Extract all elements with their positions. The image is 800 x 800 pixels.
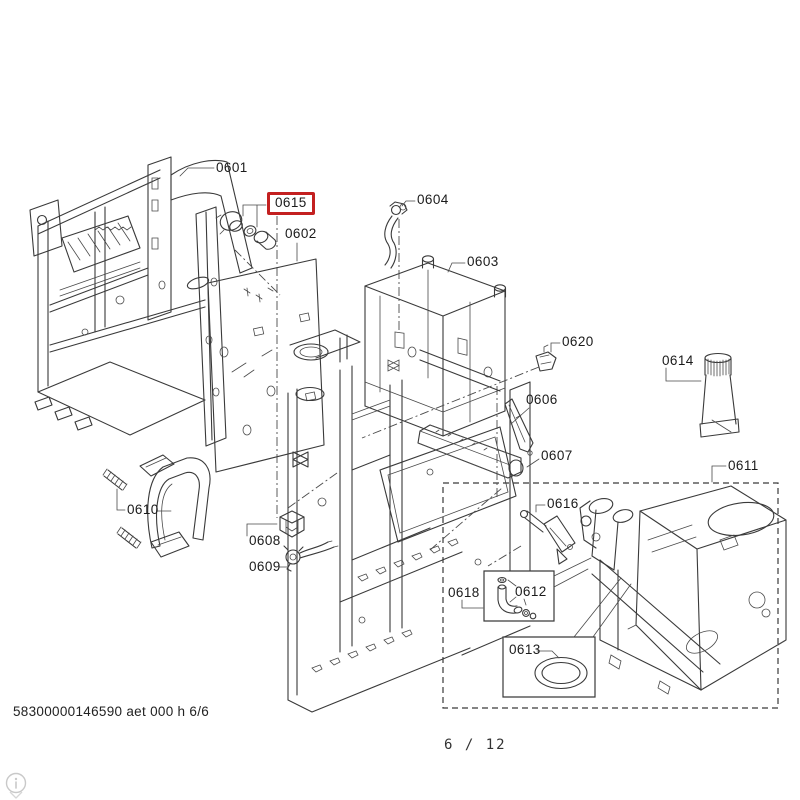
part-drawing-0615 (216, 209, 276, 250)
part-label-0615[interactable]: 0615 (267, 192, 315, 215)
part-label-0613[interactable]: 0613 (509, 642, 541, 657)
part-label-0607[interactable]: 0607 (541, 448, 573, 463)
part-drawing-0614 (700, 354, 739, 438)
part-label-0608[interactable]: 0608 (249, 533, 281, 548)
part-label-0611[interactable]: 0611 (728, 458, 759, 473)
part-drawing-0604 (385, 202, 407, 268)
part-label-0616[interactable]: 0616 (547, 496, 579, 511)
part-drawing-0608 (280, 511, 304, 537)
part-label-0604[interactable]: 0604 (417, 192, 449, 207)
document-code: 58300000146590 aet 000 h 6/6 (13, 704, 210, 719)
part-drawing-0616 (521, 511, 576, 565)
projection-lines (235, 216, 539, 566)
part-drawing-0601 (30, 157, 252, 446)
part-drawing-0620 (536, 345, 556, 371)
part-drawing-0602 (208, 259, 324, 472)
part-label-0610[interactable]: 0610 (127, 502, 159, 517)
part-label-0620[interactable]: 0620 (562, 334, 594, 349)
part-drawing-0610 (103, 455, 210, 557)
part-drawing-0603 (365, 256, 506, 436)
detail-box-0613 (503, 637, 595, 697)
info-icon[interactable] (3, 770, 29, 800)
part-label-0609[interactable]: 0609 (249, 559, 281, 574)
page-indicator[interactable]: 6 / 12 (444, 737, 507, 753)
part-drawing-0607 (418, 425, 523, 478)
part-drawing-0609 (284, 541, 338, 571)
part-label-0614[interactable]: 0614 (662, 353, 694, 368)
part-label-0601[interactable]: 0601 (216, 160, 248, 175)
part-label-0603[interactable]: 0603 (467, 254, 499, 269)
leader-lines (117, 168, 726, 658)
detail-box-0618-0612 (484, 571, 554, 621)
part-label-0602[interactable]: 0602 (285, 226, 317, 241)
part-drawing-brew-unit (580, 486, 786, 694)
part-drawing-main-chassis (288, 330, 530, 712)
part-label-0606[interactable]: 0606 (526, 392, 558, 407)
part-label-0618[interactable]: 0618 (448, 585, 480, 600)
part-label-0612[interactable]: 0612 (515, 584, 547, 599)
